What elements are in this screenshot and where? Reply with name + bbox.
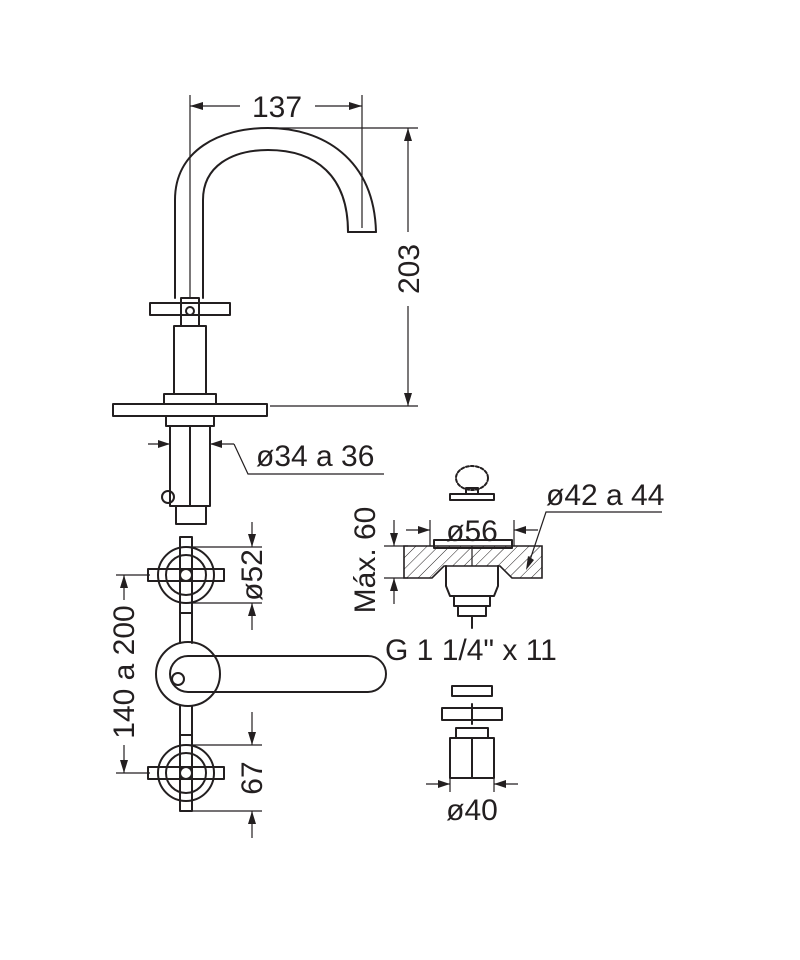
dim-valve-center: 140 a 200 [108,574,150,774]
drain-plug [449,465,495,501]
drain-body [403,539,543,629]
dim-hole-diameter: ø34 a 36 [148,440,384,475]
spout-height-label: 203 [393,244,426,294]
dim-spout-reach: 137 [189,91,363,298]
valve-center-label: 140 a 200 [108,605,141,738]
cartridge-diameter-label: ø40 [446,794,498,827]
valve-top [147,536,225,614]
dim-drain-flange: ø42 a 44 [526,479,664,570]
lever-mixer [155,612,387,736]
dim-spout-height: 203 [270,127,426,407]
dim-drain-diameter: ø56 [406,515,538,548]
hole-diameter-label: ø34 a 36 [256,440,374,473]
handle-diameter-label: ø52 [236,549,269,601]
thread-label: G 1 1/4" x 11 [385,634,557,667]
drain-flange-label: ø42 a 44 [546,479,664,512]
cartridge [441,685,503,779]
dim-handle-projection: 67 [186,712,269,838]
max-thickness-label: Máx. 60 [349,507,382,614]
dim-cartridge-diameter: ø40 [426,778,518,827]
drain-diameter-label: ø56 [446,515,498,548]
spout-body [112,127,377,525]
dim-max-thickness: Máx. 60 [349,507,408,614]
spout-reach-label: 137 [252,91,302,124]
handle-projection-label: 67 [236,761,269,794]
dim-handle-diameter: ø52 [186,522,269,630]
valve-bottom [147,734,225,812]
